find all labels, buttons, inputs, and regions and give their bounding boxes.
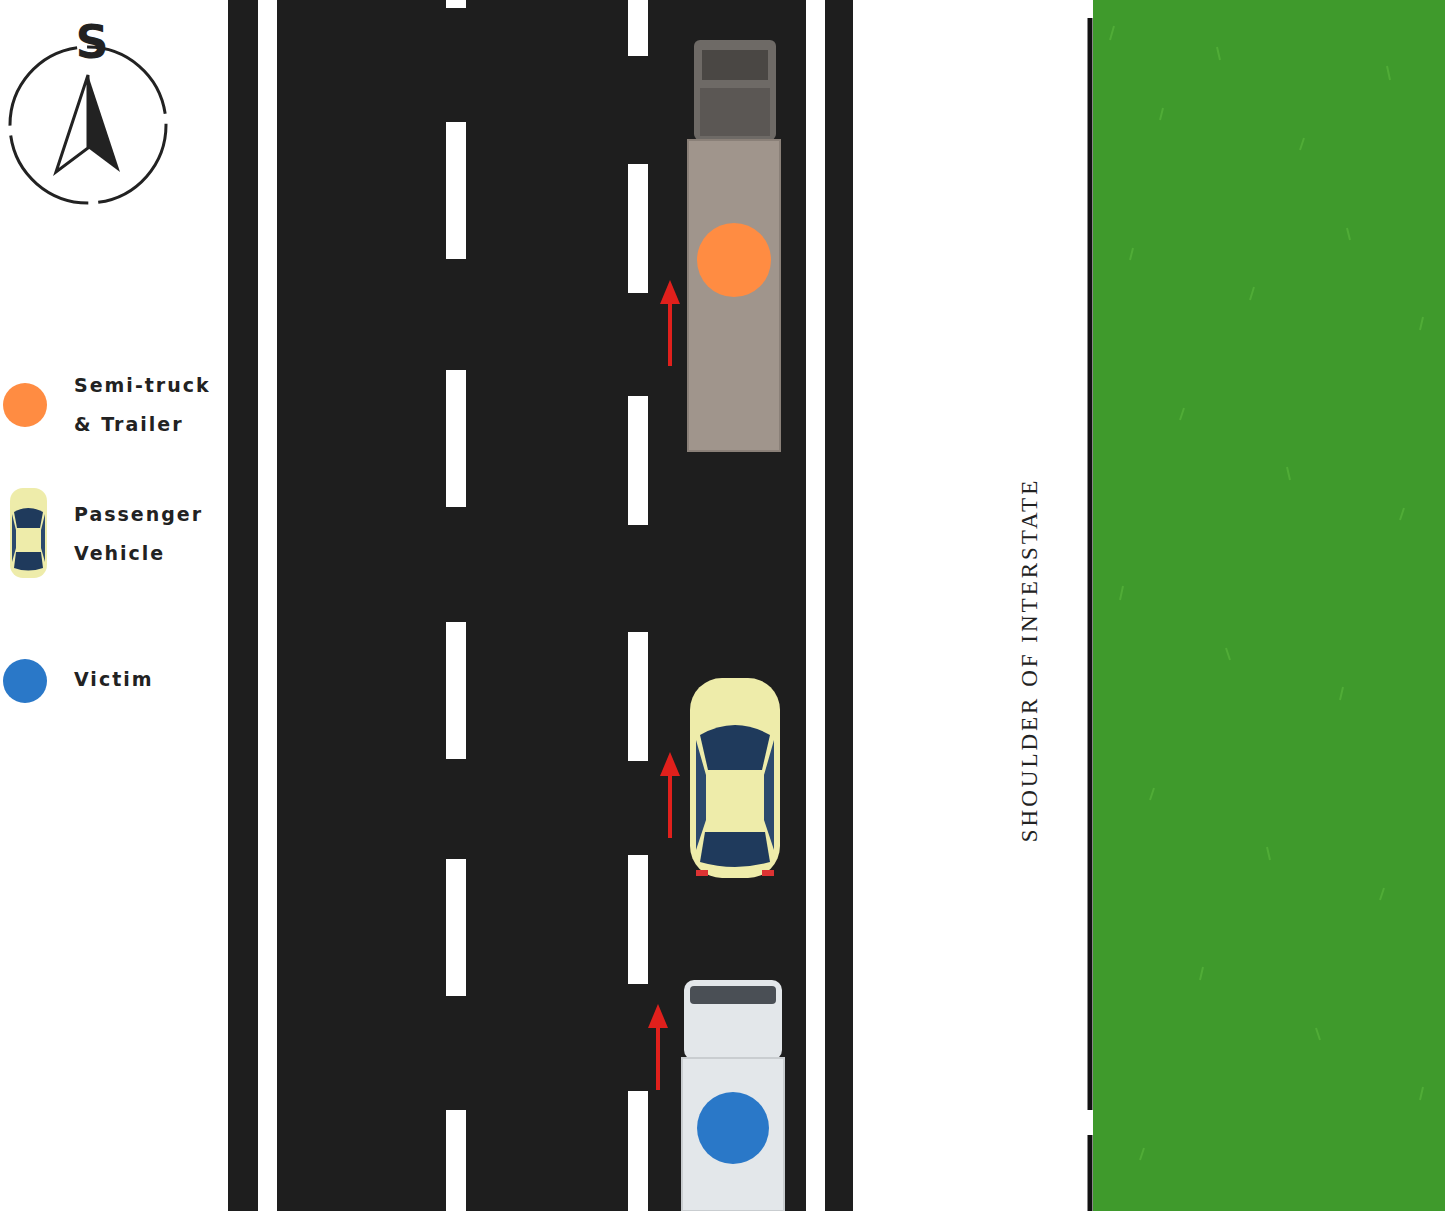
edge-line bbox=[806, 0, 825, 1211]
shoulder-label: SHOULDER OF INTERSTATE bbox=[1015, 360, 1045, 960]
road bbox=[228, 0, 853, 1211]
lane-dashes bbox=[446, 0, 648, 1211]
legend-text: Semi-truck & Trailer bbox=[74, 366, 234, 444]
grass-texture bbox=[1110, 26, 1423, 1160]
semi-truck bbox=[688, 40, 780, 451]
legend-text: Passenger Vehicle bbox=[74, 495, 234, 573]
legend-car-icon bbox=[10, 488, 47, 578]
passenger-car bbox=[690, 678, 780, 878]
compass-letter: S bbox=[60, 14, 124, 70]
legend-text: Victim bbox=[74, 660, 234, 699]
direction-arrows bbox=[648, 280, 680, 1090]
edge-line bbox=[258, 0, 277, 1211]
legend-swatch bbox=[3, 659, 47, 703]
legend-swatch bbox=[3, 383, 47, 427]
shoulder-line bbox=[1088, 18, 1093, 1211]
grass bbox=[1093, 0, 1445, 1211]
victim-truck bbox=[682, 980, 784, 1211]
compass bbox=[10, 47, 166, 203]
